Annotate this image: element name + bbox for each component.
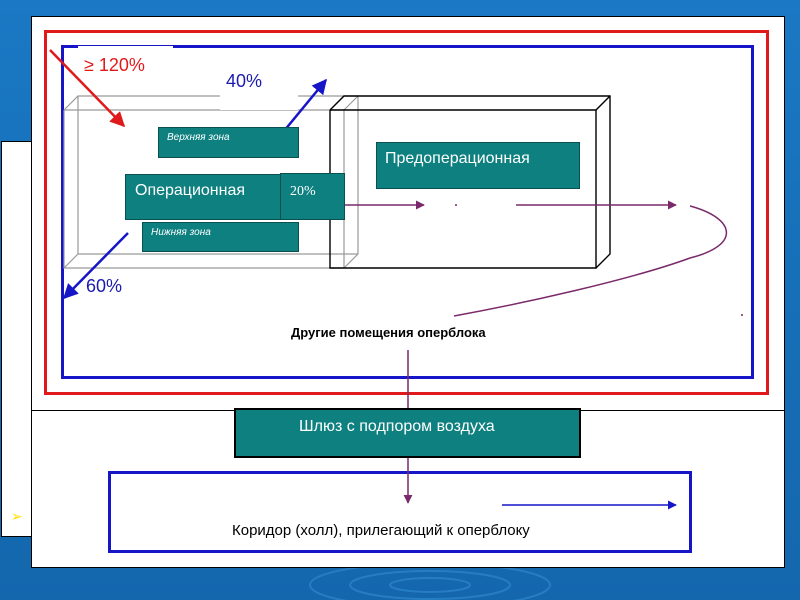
flow-curve bbox=[453, 205, 728, 317]
lower-outflow-percentage: 60% bbox=[86, 276, 123, 296]
preoperative-room-label: Предоперационная bbox=[376, 142, 580, 189]
airlock-label: Шлюз с подпором воздуха bbox=[234, 408, 581, 458]
other-rooms-label: Другие помещения оперблока bbox=[291, 325, 486, 340]
operating-block-red-boundary bbox=[44, 30, 769, 395]
upper-zone-label: Верхняя зона bbox=[158, 127, 299, 158]
lower-zone-label: Нижняя зона bbox=[142, 222, 299, 252]
operating-room-label: Операционная bbox=[125, 174, 285, 220]
bullet-icon: ➢ bbox=[11, 508, 23, 524]
flow-dot bbox=[455, 204, 457, 206]
inflow-arrow bbox=[49, 49, 126, 128]
label-backdrop bbox=[78, 46, 173, 58]
corridor-label: Коридор (холл), прилегающий к оперблоку bbox=[232, 522, 530, 539]
lower-outflow-arrow bbox=[62, 232, 129, 300]
upper-outflow-percentage: 40% bbox=[226, 71, 263, 91]
to-preop-percentage: 20% bbox=[280, 173, 345, 220]
flow-dot-right bbox=[741, 314, 743, 316]
inflow-percentage: ≥ 120% bbox=[84, 55, 145, 75]
corridor-frame bbox=[108, 471, 692, 553]
label-backdrop bbox=[220, 66, 298, 110]
